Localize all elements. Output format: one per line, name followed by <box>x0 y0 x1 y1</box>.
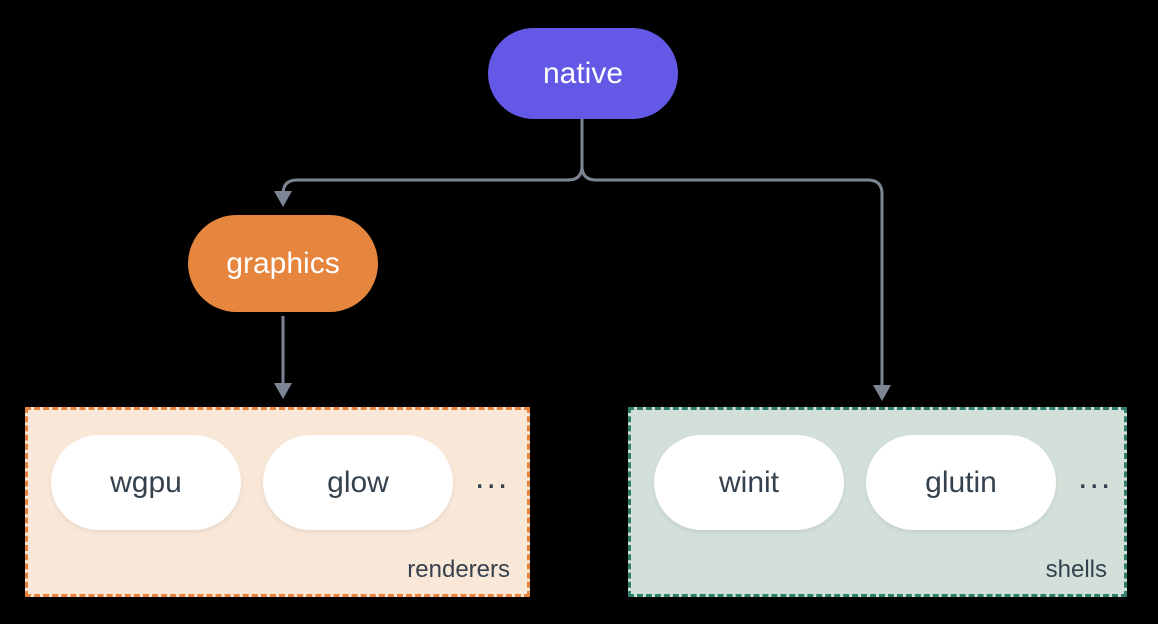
pill-glutin: glutin <box>866 435 1056 530</box>
arrowhead-shells <box>873 385 891 401</box>
group-renderers-label: renderers <box>407 556 510 583</box>
group-shells-label: shells <box>1045 556 1107 583</box>
pill-glutin-label: glutin <box>925 465 997 499</box>
pill-winit-label: winit <box>718 465 779 499</box>
group-shells-items: winit glutin ... <box>654 435 1112 530</box>
node-graphics-label: graphics <box>226 246 340 280</box>
pill-wgpu: wgpu <box>51 435 241 530</box>
arrowhead-graphics <box>274 191 292 207</box>
shells-ellipsis: ... <box>1078 457 1113 496</box>
node-native: native <box>488 28 678 119</box>
pill-glow-label: glow <box>327 465 389 499</box>
group-renderers-items: wgpu glow ... <box>51 435 509 530</box>
pill-wgpu-label: wgpu <box>110 465 182 499</box>
connector-native-to-graphics <box>281 118 584 195</box>
connector-native-to-shells <box>580 118 884 386</box>
node-native-label: native <box>542 56 624 90</box>
pill-glow: glow <box>263 435 453 530</box>
arrowhead-renderers <box>274 383 292 399</box>
renderers-ellipsis: ... <box>475 457 510 496</box>
node-graphics: graphics <box>188 215 378 312</box>
pill-winit: winit <box>654 435 844 530</box>
group-renderers: wgpu glow ... renderers <box>25 407 530 597</box>
group-shells: winit glutin ... shells <box>628 407 1127 597</box>
